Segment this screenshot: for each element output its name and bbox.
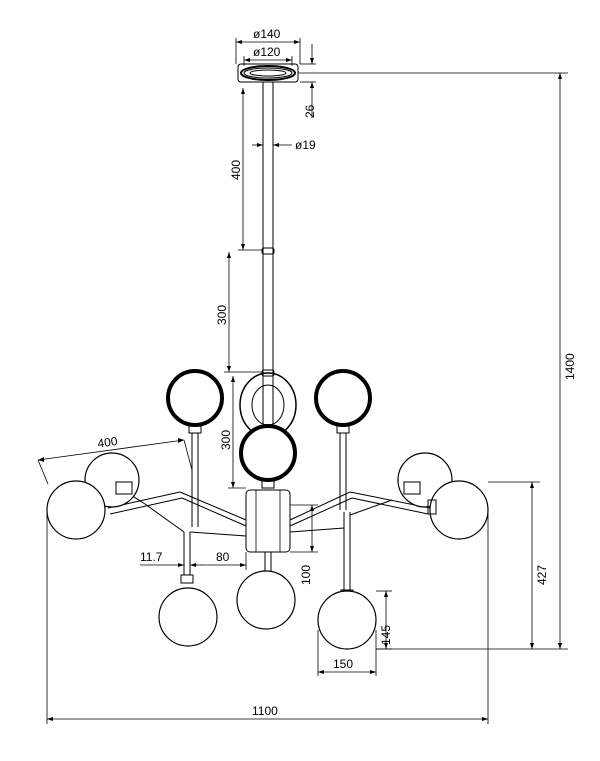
- globe-top-right: [314, 369, 372, 510]
- dim-globe-height: 145: [376, 590, 393, 650]
- dim-label-globe-height: 145: [379, 625, 393, 645]
- dim-overall-width: 1100: [46, 510, 489, 724]
- globe-bottom-right: [317, 589, 377, 650]
- dim-lower-body-height: 427: [376, 481, 549, 650]
- dim-label-rod-lower: 300: [219, 430, 233, 450]
- dim-label-hub-width: 80: [216, 550, 230, 564]
- dim-label-hub-height: 100: [299, 565, 313, 585]
- dim-canopy-outer: ø140: [235, 27, 301, 64]
- globe-top-center: [239, 424, 297, 489]
- dim-arm-offset: 11.7: [140, 550, 204, 567]
- dim-hub-width: 80: [204, 550, 247, 570]
- dim-label-arm-length: 400: [97, 434, 119, 451]
- arms: [107, 487, 431, 590]
- globe-bottom-center: [236, 570, 296, 630]
- dim-canopy-height: 26: [300, 44, 317, 118]
- dim-hub-height: 100: [290, 504, 318, 585]
- dim-arm-length: 400: [37, 434, 193, 485]
- globe-bottom-left: [158, 574, 218, 647]
- dim-label-canopy-height: 26: [303, 104, 317, 118]
- canopy: [237, 63, 299, 83]
- rod: [261, 82, 275, 480]
- dim-label-rod-diameter: ø19: [295, 138, 316, 152]
- globe-outer-left: [46, 480, 106, 540]
- dim-label-overall-width: 1100: [252, 704, 278, 718]
- dim-label-rod-top: 400: [229, 160, 243, 180]
- dim-rod-diameter: ø19: [252, 138, 316, 152]
- dim-label-globe-width: 150: [333, 657, 353, 671]
- dim-rod-top: 400: [229, 88, 262, 251]
- dim-label-canopy-outer: ø140: [253, 27, 281, 41]
- dim-label-arm-offset: 11.7: [140, 550, 163, 564]
- dim-overall-height: 1400: [540, 73, 577, 650]
- dim-label-overall-height: 1400: [563, 353, 577, 380]
- dim-canopy-inner: ø120: [243, 45, 293, 66]
- dim-rod-lower: 300: [219, 376, 246, 489]
- hub: [245, 489, 291, 553]
- dim-label-rod-middle: 300: [215, 305, 229, 325]
- dim-rod-middle: 300: [215, 252, 262, 373]
- dim-globe-width: 150: [317, 630, 377, 676]
- dim-label-lower-body-height: 427: [535, 565, 549, 585]
- globe-top-left: [166, 369, 224, 527]
- dim-label-canopy-inner: ø120: [253, 45, 281, 59]
